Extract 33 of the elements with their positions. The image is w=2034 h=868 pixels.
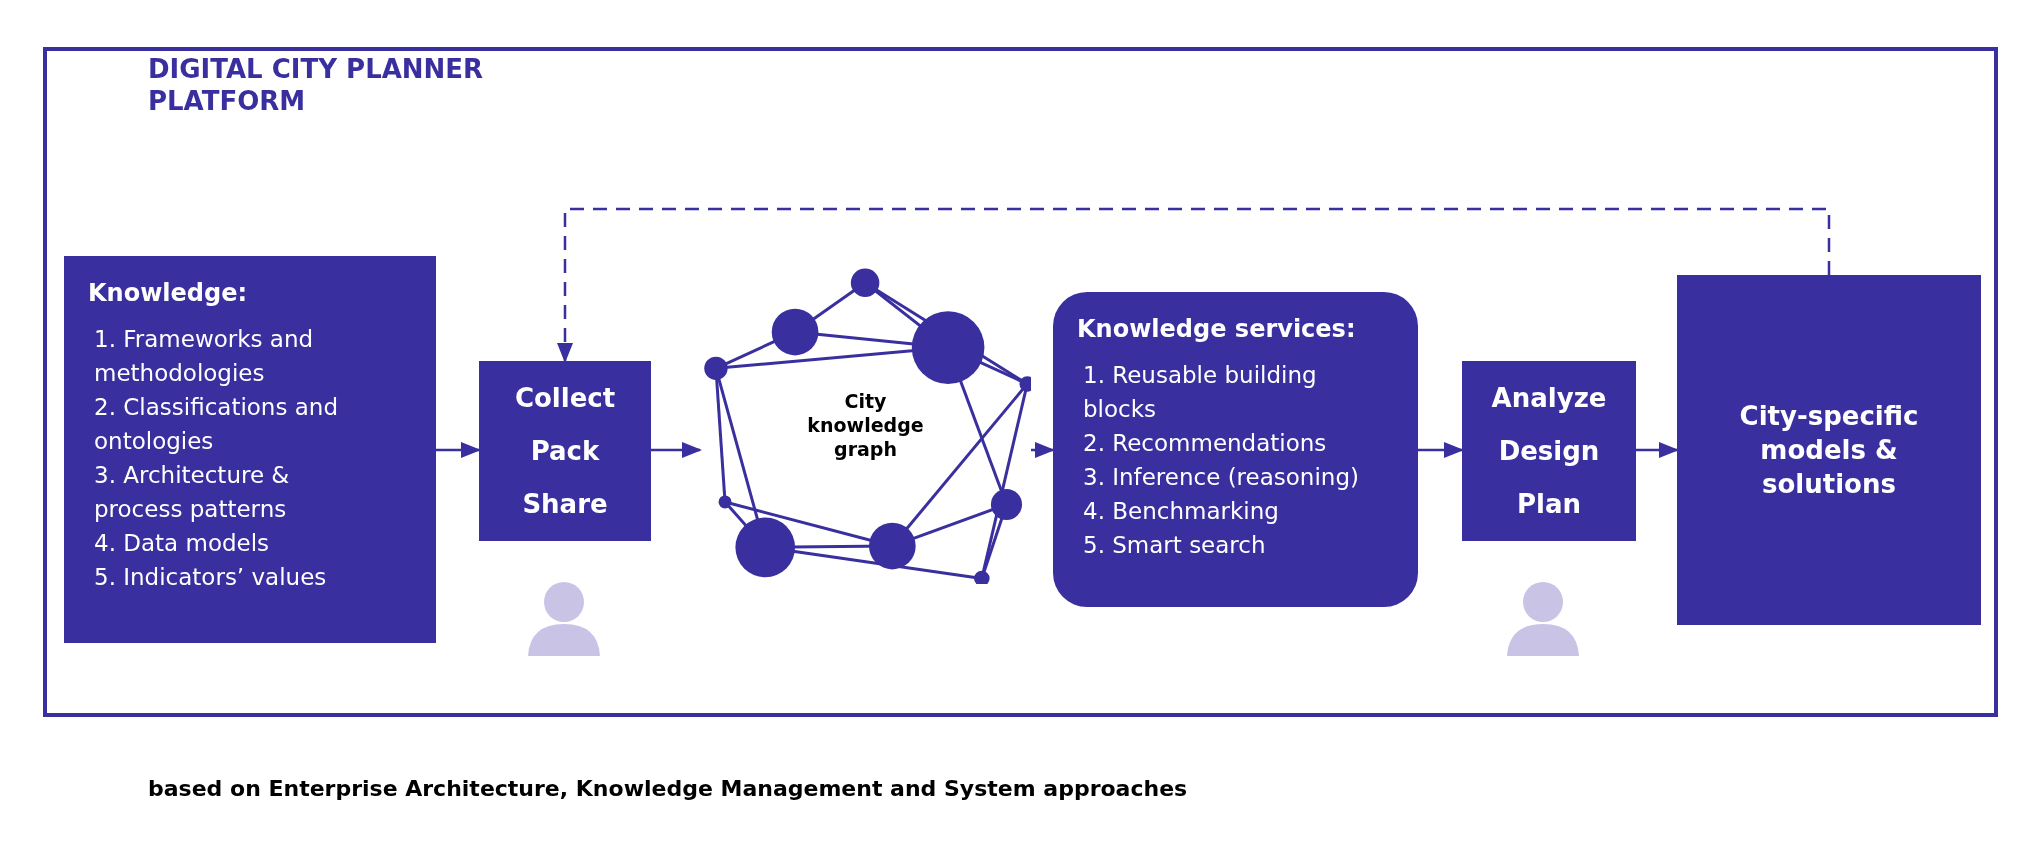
list-item: 3. Inference (reasoning) xyxy=(1082,463,1360,492)
process-label: Plan xyxy=(1517,487,1581,521)
process-label: Design xyxy=(1498,434,1600,468)
arrow xyxy=(436,442,481,458)
process-box xyxy=(1677,275,1981,625)
list-item: 4. Data models xyxy=(93,529,271,558)
caption: based on Enterprise Architecture, Knowledge Management and System approaches xyxy=(148,776,1188,801)
platform-frame xyxy=(43,47,1998,717)
arrow xyxy=(1031,442,1055,458)
platform-title: DIGITAL CITY PLANNER PLATFORM xyxy=(148,53,485,117)
list-item: 5. Indicators’ values xyxy=(93,563,328,592)
list-item: 4. Benchmarking xyxy=(1082,497,1280,526)
list-item: 1. Frameworks and methodologies xyxy=(93,325,315,388)
process-box xyxy=(479,361,651,541)
list-panel xyxy=(64,256,436,643)
panel-heading: Knowledge: xyxy=(88,278,249,309)
list-item: 1. Reusable building blocks xyxy=(1082,361,1318,424)
process-label: Pack xyxy=(530,434,600,468)
arrow xyxy=(1636,442,1679,458)
list-item: 2. Recommendations xyxy=(1082,429,1328,458)
arrow xyxy=(651,442,702,458)
process-label: City-specific models & solutions xyxy=(1738,400,1920,501)
process-label: Share xyxy=(522,487,608,521)
arrow xyxy=(557,207,1831,363)
process-label: Analyze xyxy=(1491,381,1607,415)
list-panel xyxy=(1053,292,1418,607)
list-item: 5. Smart search xyxy=(1082,531,1267,560)
arrow xyxy=(1418,442,1464,458)
process-box xyxy=(1462,361,1636,541)
panel-heading: Knowledge services: xyxy=(1077,314,1357,345)
list-item: 3. Architecture & process patterns xyxy=(93,461,291,524)
list-item: 2. Classifications and ontologies xyxy=(93,393,339,456)
process-label: Collect xyxy=(514,381,616,415)
